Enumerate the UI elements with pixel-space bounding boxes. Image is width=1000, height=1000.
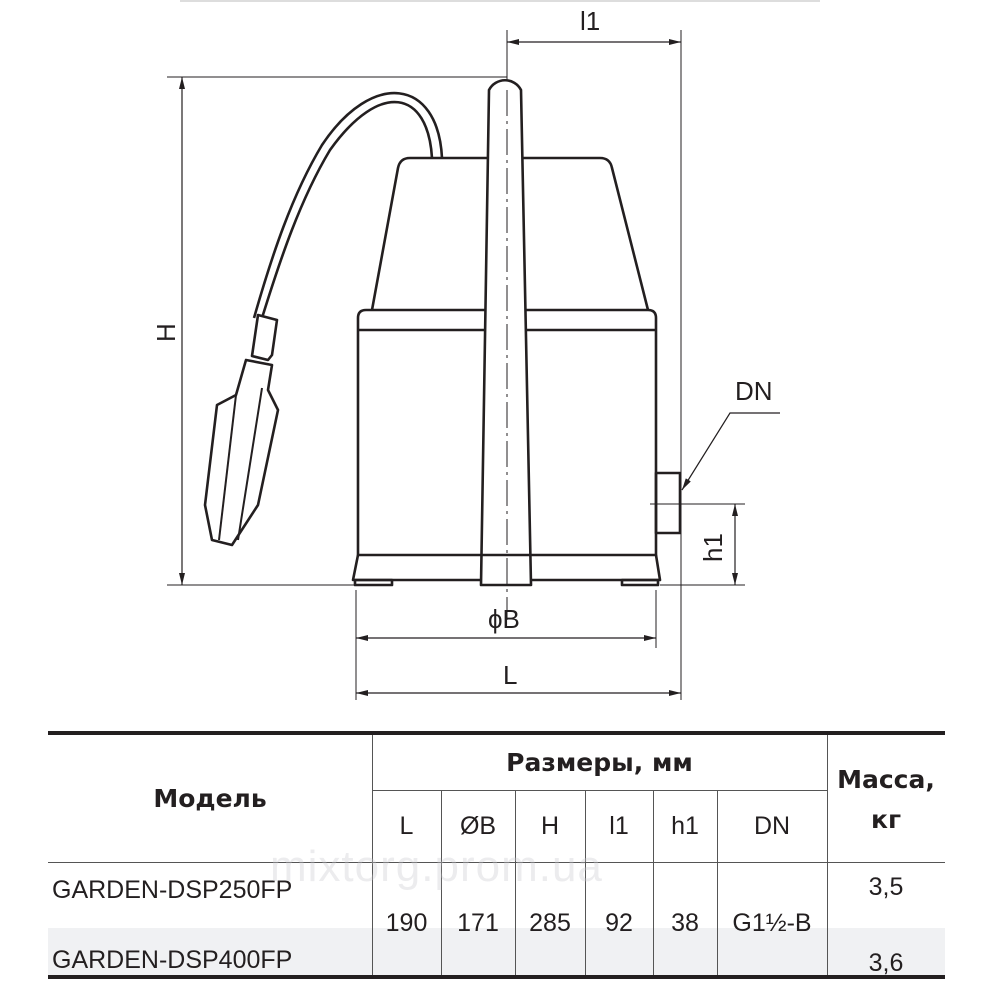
divider — [653, 790, 654, 975]
float-cable — [260, 100, 434, 319]
value-H: 285 — [529, 908, 571, 937]
outlet — [654, 471, 682, 535]
col-header-H: H — [540, 811, 560, 840]
float-rib — [237, 387, 263, 541]
row-shade — [48, 928, 945, 975]
col-header-L: L — [399, 811, 414, 840]
label-DN: DN — [735, 376, 773, 406]
header-dimensions: Размеры, мм — [506, 748, 693, 777]
divider — [372, 735, 373, 975]
dn-leader — [681, 412, 780, 491]
mass-cell: 3,6 — [868, 948, 904, 977]
model-cell: GARDEN-DSP250FP — [52, 875, 293, 904]
value-l1: 92 — [605, 908, 633, 937]
label-B: ϕB — [488, 604, 520, 634]
mass-cell: 3,5 — [868, 872, 904, 901]
float-cable — [252, 92, 444, 319]
label-L: L — [503, 660, 517, 690]
model-cell: GARDEN-DSP400FP — [52, 945, 293, 974]
divider — [372, 790, 827, 791]
divider — [48, 862, 945, 863]
value-h1: 38 — [671, 908, 699, 937]
pump-dimension-drawing: l1 H DN h1 ϕB L — [151, 0, 820, 700]
pump-foot — [353, 578, 394, 587]
pump-body — [356, 308, 658, 557]
table-top-border — [48, 731, 945, 735]
header-mass: Масса, кг — [837, 764, 935, 834]
label-H: H — [151, 323, 181, 342]
col-header-l1: l1 — [609, 811, 629, 840]
divider — [827, 735, 828, 975]
handle — [479, 78, 533, 587]
value-B: 171 — [457, 908, 499, 937]
label-h1: h1 — [698, 533, 728, 562]
table-bottom-border — [48, 975, 945, 979]
col-header-DN: DN — [753, 811, 791, 840]
watermark: mixtorg.prom.ua — [270, 842, 603, 891]
divider — [717, 790, 718, 975]
divider — [515, 790, 516, 975]
float-switch — [250, 313, 279, 362]
divider — [441, 790, 442, 975]
pump-foot — [620, 578, 660, 587]
col-header-B: ØB — [459, 811, 497, 840]
label-l1: l1 — [580, 6, 600, 36]
float-rib — [218, 394, 237, 541]
divider — [585, 790, 586, 975]
header-model: Модель — [153, 784, 267, 813]
col-header-h1: h1 — [671, 811, 699, 840]
value-L: 190 — [385, 908, 428, 937]
value-DN: G1½-B — [732, 908, 812, 937]
